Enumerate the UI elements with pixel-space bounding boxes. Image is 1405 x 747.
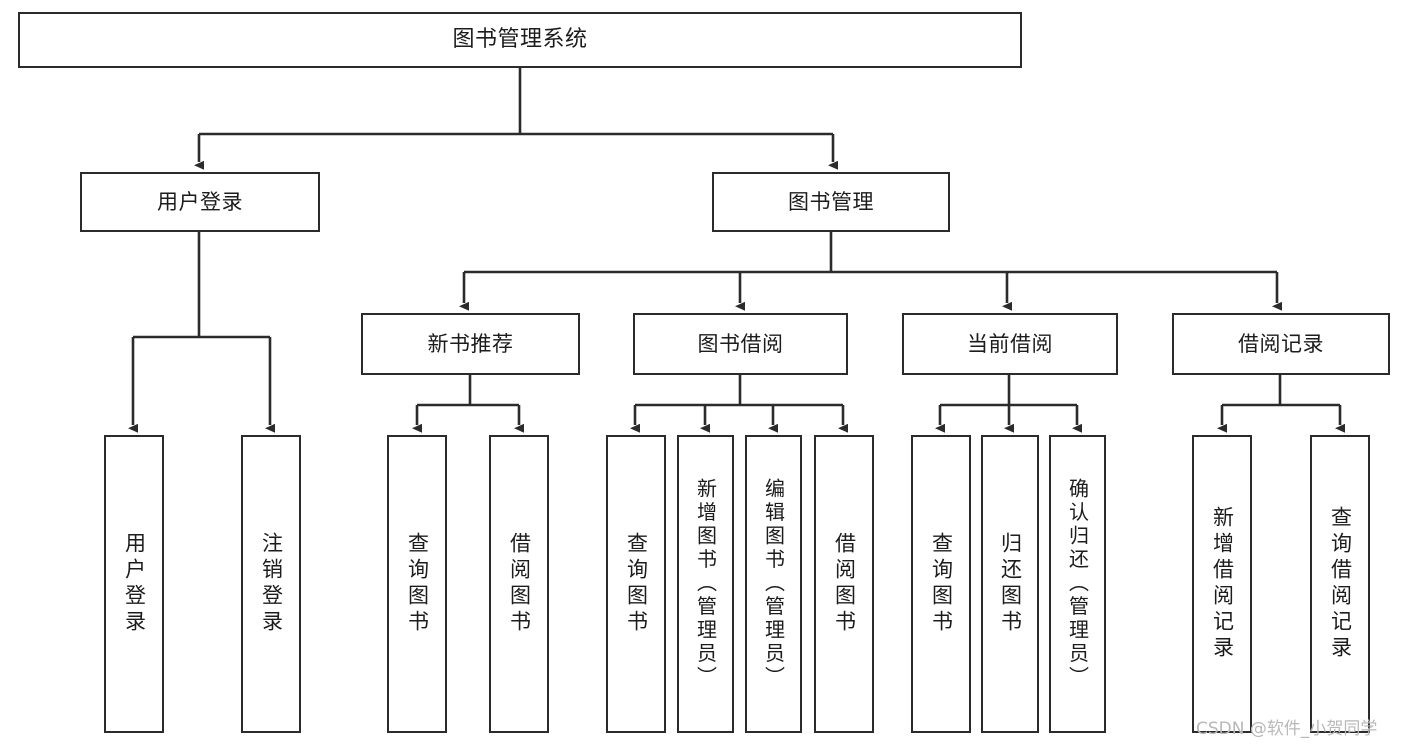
leaf-label: 新增借阅记录: [1210, 506, 1235, 662]
leaf-label: 注销登录: [259, 532, 284, 636]
node-label: 图书借阅: [697, 331, 784, 356]
leaf-current-borrow-2[interactable]: 确认归还（管理员）: [1049, 435, 1106, 733]
leaf-label: 借阅图书: [507, 532, 532, 636]
node-borrow-record[interactable]: 借阅记录: [1172, 313, 1390, 375]
leaf-label: 编辑图书（管理员）: [761, 478, 786, 690]
node-book-manage[interactable]: 图书管理: [712, 172, 950, 232]
node-label: 借阅记录: [1238, 331, 1324, 356]
leaf-new-book-recommend-1[interactable]: 借阅图书: [489, 435, 549, 733]
node-label: 图书管理系统: [452, 27, 588, 53]
leaf-user-login-0[interactable]: 用户登录: [104, 435, 164, 733]
leaf-current-borrow-0[interactable]: 查询图书: [911, 435, 971, 733]
leaf-label: 借阅图书: [832, 532, 857, 636]
leaf-label: 用户登录: [122, 532, 147, 636]
leaf-user-login-1[interactable]: 注销登录: [241, 435, 301, 733]
leaf-book-borrow-2[interactable]: 编辑图书（管理员）: [745, 435, 802, 733]
node-label: 用户登录: [157, 189, 243, 214]
leaf-book-borrow-1[interactable]: 新增图书（管理员）: [677, 435, 734, 733]
leaf-label: 新增图书（管理员）: [693, 478, 718, 690]
node-label: 当前借阅: [967, 331, 1053, 356]
leaf-label: 查询借阅记录: [1328, 506, 1353, 662]
node-root-system[interactable]: 图书管理系统: [18, 12, 1022, 68]
leaf-borrow-record-1[interactable]: 查询借阅记录: [1310, 435, 1370, 733]
node-new-book-recommend[interactable]: 新书推荐: [361, 313, 580, 375]
leaf-label: 查询图书: [929, 532, 954, 636]
leaf-book-borrow-3[interactable]: 借阅图书: [814, 435, 874, 733]
node-label: 图书管理: [788, 189, 874, 214]
leaf-borrow-record-0[interactable]: 新增借阅记录: [1192, 435, 1252, 733]
leaf-label: 查询图书: [624, 532, 649, 636]
node-book-borrow[interactable]: 图书借阅: [633, 313, 848, 375]
leaf-label: 查询图书: [405, 532, 430, 636]
node-current-borrow[interactable]: 当前借阅: [902, 313, 1118, 375]
leaf-new-book-recommend-0[interactable]: 查询图书: [387, 435, 447, 733]
leaf-book-borrow-0[interactable]: 查询图书: [606, 435, 666, 733]
leaf-label: 确认归还（管理员）: [1065, 478, 1090, 690]
leaf-current-borrow-1[interactable]: 归还图书: [981, 435, 1039, 733]
leaf-label: 归还图书: [998, 532, 1023, 636]
node-user-login[interactable]: 用户登录: [80, 172, 320, 232]
node-label: 新书推荐: [427, 331, 514, 356]
